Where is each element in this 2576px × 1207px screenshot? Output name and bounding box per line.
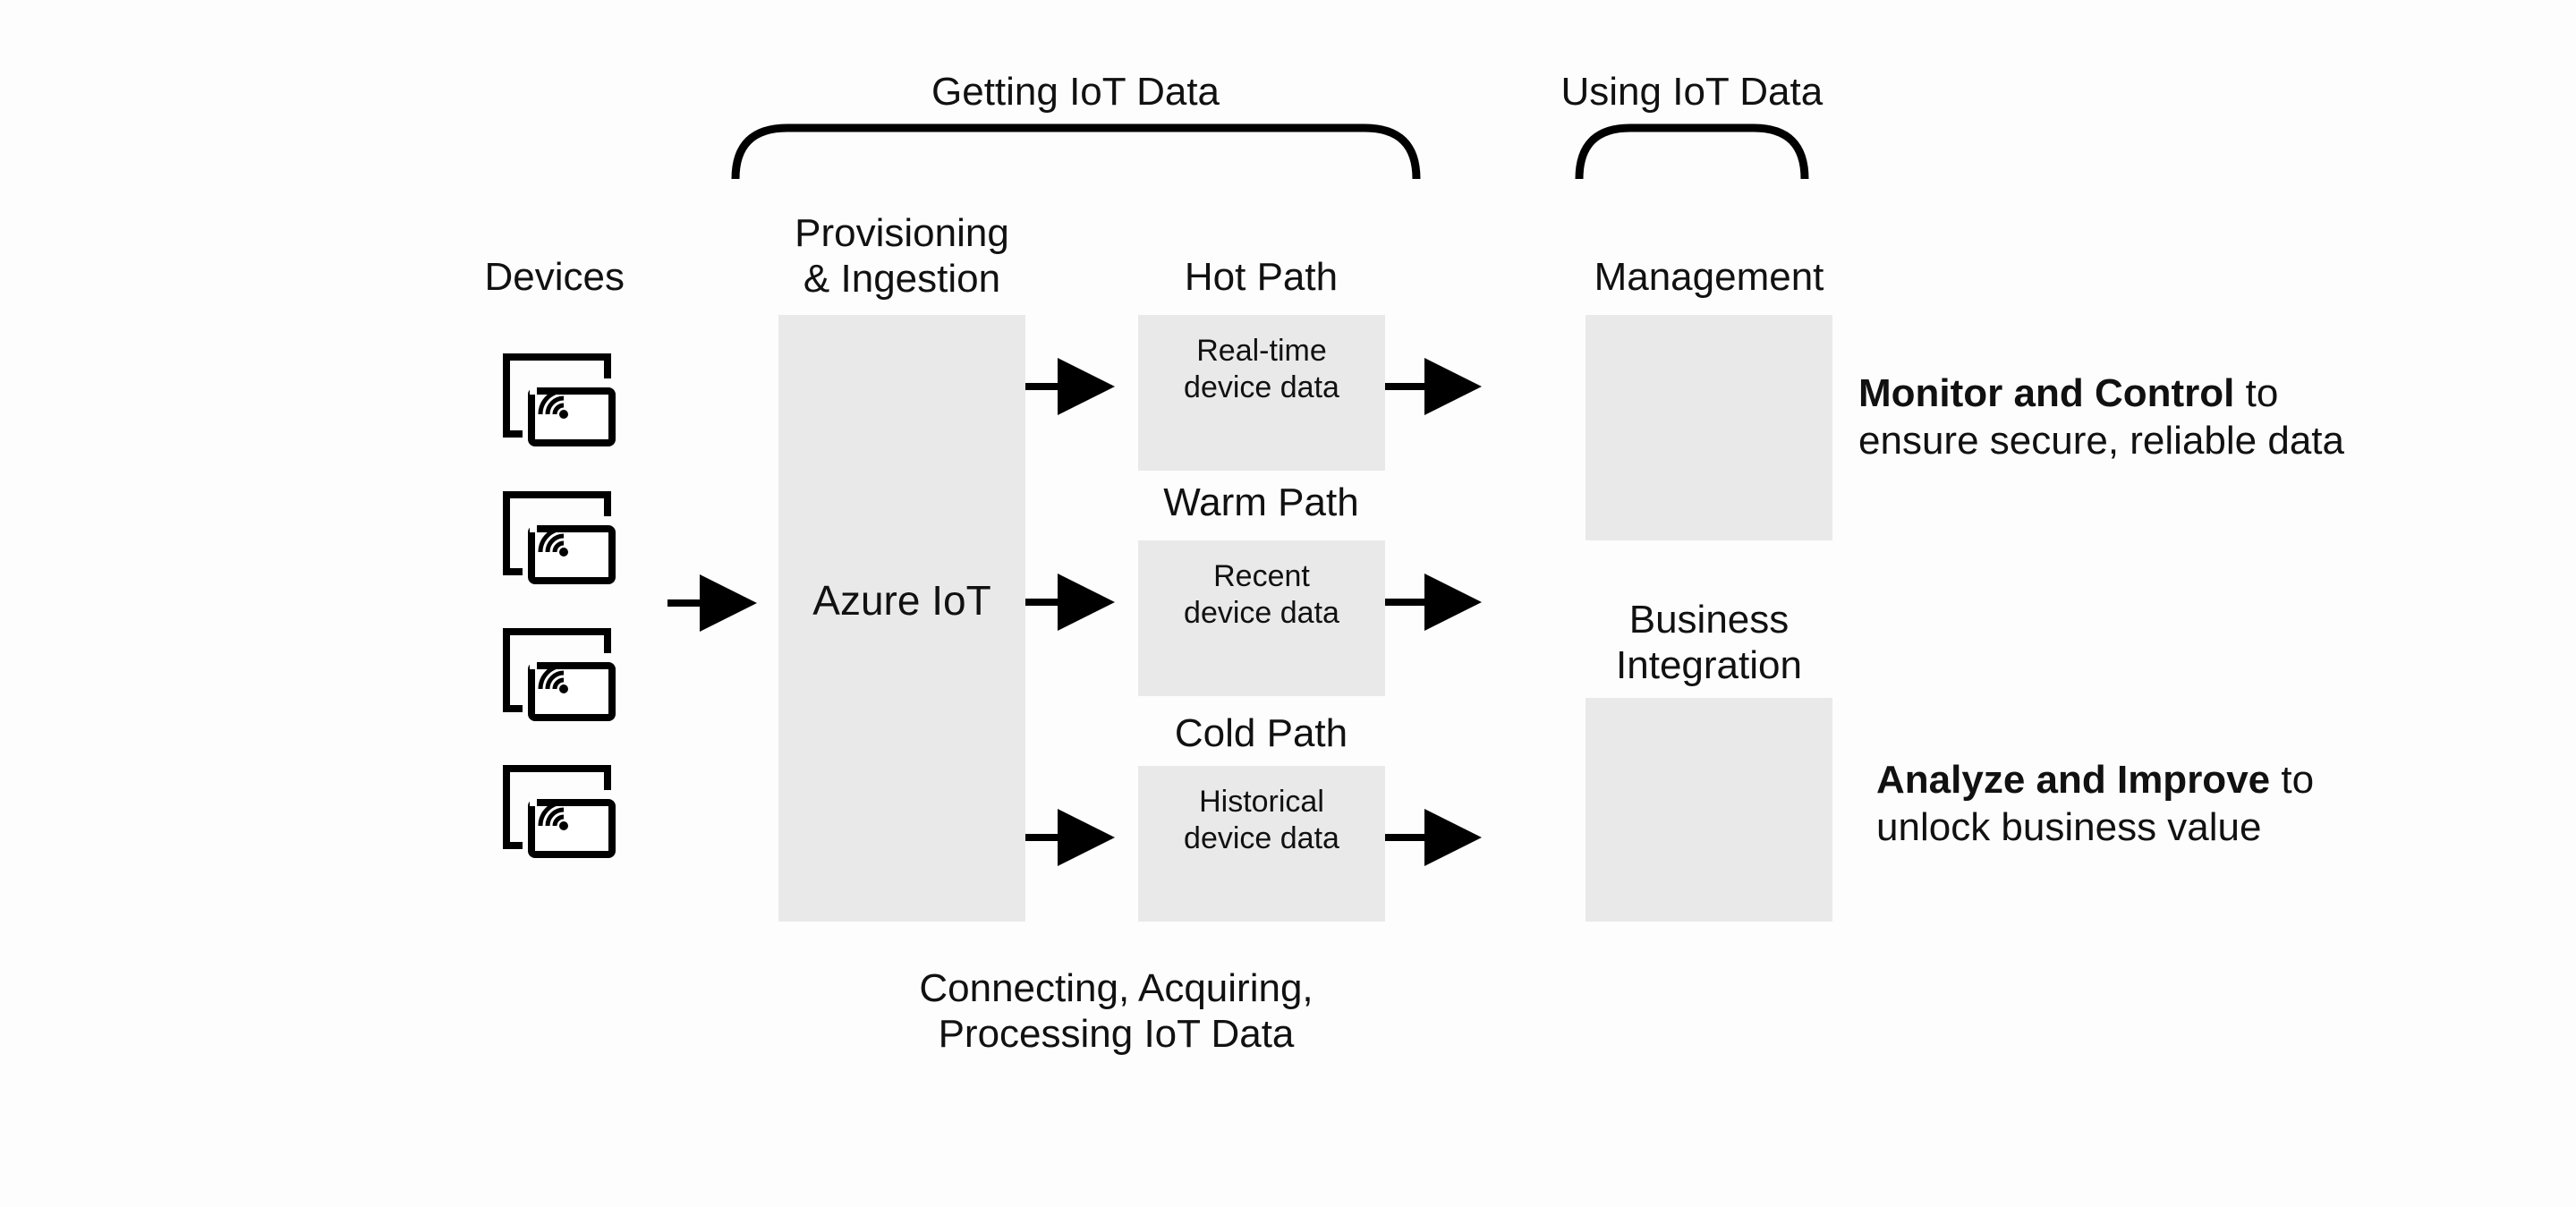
cold-path-text-line1: Historical <box>1199 785 1324 819</box>
warm-path-text-line2: device data <box>1184 595 1339 630</box>
management-label: Management <box>1594 255 1824 299</box>
business-label-line2: Integration <box>1616 642 1802 687</box>
device-wireless-icon <box>506 495 612 581</box>
provisioning-label: Provisioning & Ingestion <box>786 211 1018 302</box>
warm-path-box-text: Recent device data <box>1138 558 1385 632</box>
business-integration-box <box>1586 698 1832 922</box>
management-box <box>1586 315 1832 540</box>
cold-path-box <box>1138 766 1385 922</box>
using-bracket <box>1575 123 1809 180</box>
provisioning-label-line2: & Ingestion <box>803 256 1001 301</box>
azure-iot-label: Azure IoT <box>812 577 991 624</box>
getting-iot-data-header: Getting IoT Data <box>931 70 1220 114</box>
device-wireless-icon <box>506 769 612 854</box>
cold-path-label: Cold Path <box>1174 711 1348 755</box>
warm-path-text-line1: Recent <box>1213 559 1310 593</box>
monitor-control-bold: Monitor and Control <box>1858 371 2235 415</box>
analyze-improve-text: Analyze and Improve to unlock business v… <box>1876 757 2314 852</box>
business-integration-label: Business Integration <box>1575 598 1843 688</box>
warm-path-box <box>1138 540 1385 696</box>
business-label-line1: Business <box>1628 598 1790 642</box>
using-iot-data-header: Using IoT Data <box>1560 70 1824 114</box>
device-icons <box>503 353 616 854</box>
azure-iot-box <box>778 315 1025 922</box>
device-wireless-icon <box>506 632 612 718</box>
hot-path-label: Hot Path <box>1184 255 1339 299</box>
warm-path-label: Warm Path <box>1163 480 1359 524</box>
hot-path-box <box>1138 315 1385 471</box>
devices-label: Devices <box>484 255 625 299</box>
analyze-improve-to: to <box>2270 758 2315 802</box>
analyze-improve-line2: unlock business value <box>1876 804 2262 849</box>
analyze-improve-bold: Analyze and Improve <box>1876 758 2271 802</box>
cold-path-box-text: Historical device data <box>1138 784 1385 857</box>
hot-path-box-text: Real-time device data <box>1138 333 1385 406</box>
getting-bracket <box>731 123 1421 180</box>
cold-path-text-line2: device data <box>1184 820 1339 855</box>
hot-path-text-line2: device data <box>1184 370 1339 404</box>
monitor-control-to: to <box>2234 371 2279 415</box>
footer-caption-line1: Connecting, Acquiring, <box>919 966 1314 1010</box>
hot-path-text-line1: Real-time <box>1196 334 1327 368</box>
monitor-control-line2: ensure secure, reliable data <box>1858 418 2344 463</box>
monitor-control-text: Monitor and Control to ensure secure, re… <box>1858 370 2344 465</box>
provisioning-label-line1: Provisioning <box>795 211 1009 255</box>
footer-caption-line2: Processing IoT Data <box>938 1011 1295 1056</box>
footer-caption: Connecting, Acquiring, Processing IoT Da… <box>895 966 1338 1057</box>
device-wireless-icon <box>503 353 616 446</box>
